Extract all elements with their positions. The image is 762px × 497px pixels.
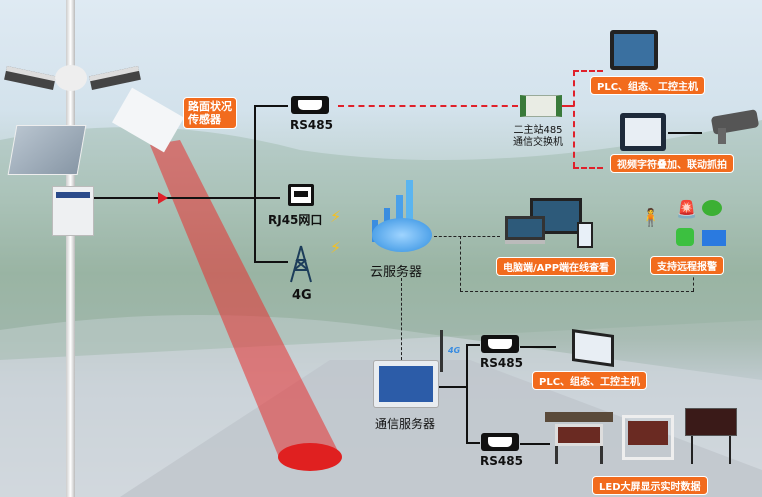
dashed-link <box>562 105 574 107</box>
video-overlay-device <box>620 113 666 151</box>
cloud-server-label: 云服务器 <box>370 265 423 280</box>
led-board-icon <box>622 415 674 460</box>
tower-4g-icon <box>290 245 312 283</box>
video-label: 视频字符叠加、联动抓拍 <box>610 154 734 173</box>
plc-monitor-icon <box>610 30 658 70</box>
plc-top-label: PLC、组态、工控主机 <box>590 76 706 95</box>
lightning-icon: ⚡ <box>330 207 342 226</box>
dashed-link <box>338 105 518 107</box>
sensor-pole <box>66 0 75 497</box>
lightning-icon: ⚡ <box>330 238 342 257</box>
mail-icon <box>702 230 726 246</box>
person-icon: 🧍 <box>640 208 662 228</box>
arrow-icon <box>158 192 168 204</box>
cloud-server-icon <box>362 180 434 255</box>
comm-server-device <box>373 360 439 408</box>
4g-badge: 4G <box>448 346 461 355</box>
dashed-link <box>401 278 402 360</box>
plc-monitor-icon <box>572 329 614 367</box>
siren-icon: 🚨 <box>676 200 698 220</box>
pc-app-label: 电脑端/APP端在线查看 <box>496 257 617 276</box>
link-line <box>520 443 550 445</box>
control-box <box>52 186 94 236</box>
antenna-icon <box>440 330 443 372</box>
bus-line <box>254 105 256 262</box>
rj45-label: RJ45网口 <box>268 213 323 227</box>
lights <box>0 65 150 93</box>
led-board-icon <box>545 412 613 464</box>
link-line <box>466 344 468 444</box>
plc-bottom-label: PLC、组态、工控主机 <box>532 371 648 390</box>
camera-mount <box>718 128 726 144</box>
link-line <box>466 344 480 346</box>
camera-link <box>668 132 702 134</box>
wechat-icon <box>702 200 722 216</box>
4g-label: 4G <box>292 288 312 303</box>
rs485-port-icon <box>291 96 329 114</box>
link-line <box>439 386 467 388</box>
rs485-port-icon <box>481 335 519 353</box>
dashed-link <box>460 236 461 291</box>
sensor-label: 路面状况 传感器 <box>183 97 237 129</box>
led-label: LED大屏显示实时数据 <box>592 476 708 495</box>
rj45-port-icon <box>288 184 314 206</box>
rs485-label: RS485 <box>290 118 333 132</box>
alarm-icons: 🧍 🚨 <box>640 200 730 248</box>
alarm-label: 支持远程报警 <box>650 256 724 275</box>
dashed-link <box>693 272 694 291</box>
switch-device <box>520 95 562 117</box>
rs485-label: RS485 <box>480 356 523 370</box>
link-line <box>466 442 480 444</box>
dashed-link <box>573 167 603 169</box>
link-line <box>520 346 556 348</box>
rs485-label: RS485 <box>480 454 523 468</box>
bus-line <box>254 261 288 263</box>
computer-devices-icon <box>505 198 600 250</box>
dashed-link <box>460 291 694 292</box>
comm-server-label: 通信服务器 <box>375 417 436 431</box>
dashed-link <box>573 70 603 72</box>
rs485-port-icon <box>481 433 519 451</box>
message-icon <box>676 228 694 246</box>
bus-line <box>254 105 288 107</box>
led-board-icon <box>685 408 737 464</box>
dashed-link <box>573 70 575 168</box>
sensor-link-line <box>94 197 280 199</box>
dashed-link <box>434 236 500 237</box>
switch-label: 二主站485 通信交换机 <box>513 125 563 148</box>
